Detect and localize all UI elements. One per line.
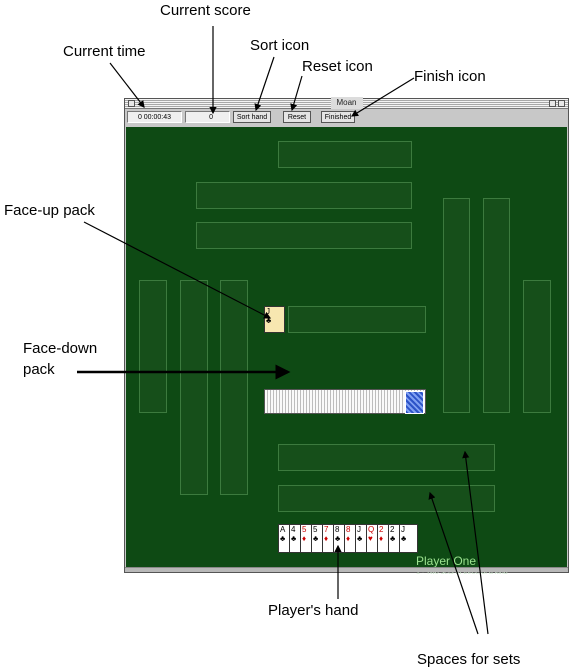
game-board: J ♣ A♣4♣5♦5♣7♦8♣8♦J♣Q♥2♦2♣J♣ Player One … [126, 127, 567, 576]
toolbar: 0 00:00:43 0 Sort hand Reset Finished [125, 109, 568, 126]
label-current-time: Current time [63, 43, 146, 60]
set-space[interactable] [523, 280, 551, 413]
card-rank: 2 [390, 525, 395, 534]
arrow-reset-icon [290, 75, 303, 112]
arrow-set-space-2 [428, 491, 479, 635]
card-suit: ♣ [313, 534, 319, 543]
horizontal-scrollbar[interactable] [125, 567, 568, 572]
card-suit: ♣ [266, 316, 272, 325]
finished-button[interactable]: Finished [321, 111, 355, 123]
card-suit: ♥ [368, 534, 373, 543]
card-rank: 2 [379, 525, 384, 534]
hand-card[interactable]: 2♣ [388, 524, 402, 553]
arrow-set-space-1 [462, 450, 489, 635]
set-space[interactable] [483, 198, 510, 413]
card-suit: ♦ [379, 534, 384, 543]
set-space[interactable] [278, 444, 495, 471]
hand-card[interactable]: 5♣ [311, 524, 325, 553]
card-rank: J [401, 525, 405, 534]
card-suit: ♣ [357, 534, 363, 543]
label-reset-icon: Reset icon [302, 58, 373, 75]
collapse-box-icon[interactable] [558, 100, 565, 107]
label-players-hand: Player's hand [268, 602, 359, 619]
arrow-finish-icon [350, 77, 415, 117]
set-space[interactable] [278, 485, 495, 512]
label-spaces-for-sets: Spaces for sets [417, 651, 521, 668]
card-rank: 7 [324, 525, 329, 534]
score-display: 0 [185, 111, 230, 123]
set-space[interactable] [196, 182, 412, 209]
set-space[interactable] [139, 280, 167, 413]
card-back-icon [405, 391, 424, 414]
title-bar[interactable]: Moan [125, 97, 568, 109]
card-suit: ♦ [346, 534, 351, 543]
card-rank: 8 [335, 525, 340, 534]
card-suit: ♣ [390, 534, 396, 543]
set-space[interactable] [443, 198, 470, 413]
zoom-box-icon[interactable] [549, 100, 556, 107]
face-down-pack[interactable] [264, 389, 426, 414]
card-suit: ♦ [324, 534, 329, 543]
card-rank: J [357, 525, 361, 534]
arrow-sort-icon [254, 56, 275, 112]
player-name: Player One [416, 554, 477, 568]
card-rank: 5 [302, 525, 307, 534]
arrow-face-up-pack [83, 221, 272, 319]
card-suit: ♣ [335, 534, 341, 543]
game-window: Moan 0 00:00:43 0 Sort hand Reset Finish… [124, 97, 569, 576]
set-space[interactable] [288, 306, 426, 333]
hand-card[interactable]: 2♦ [377, 524, 391, 553]
set-space[interactable] [220, 280, 248, 495]
card-rank: 5 [313, 525, 318, 534]
label-sort-icon: Sort icon [250, 37, 310, 54]
arrow-current-time [109, 62, 145, 108]
card-rank: 8 [346, 525, 351, 534]
label-face-up-pack: Face-up pack [4, 202, 95, 219]
card-rank: Q [368, 525, 375, 534]
sort-hand-button[interactable]: Sort hand [233, 111, 271, 123]
set-space[interactable] [180, 280, 208, 495]
card-suit: ♣ [291, 534, 297, 543]
card-suit: ♣ [401, 534, 407, 543]
set-space[interactable] [278, 141, 412, 168]
card-rank: A [280, 525, 286, 534]
card-suit: ♣ [280, 534, 286, 543]
card-rank: J [266, 307, 270, 316]
set-space[interactable] [196, 222, 412, 249]
label-finish-icon: Finish icon [414, 68, 486, 85]
card-rank: 4 [291, 525, 296, 534]
player-description: 1 - Two sets of three of a kind [416, 569, 508, 576]
label-face-down-pack-1: Face-down [23, 340, 98, 357]
hand-card[interactable]: J♣ [399, 524, 418, 553]
time-display: 0 00:00:43 [127, 111, 182, 123]
card-suit: ♦ [302, 534, 307, 543]
reset-button[interactable]: Reset [283, 111, 311, 123]
label-current-score: Current score [160, 2, 251, 19]
close-box-icon[interactable] [128, 100, 135, 107]
label-face-down-pack-2: pack [23, 361, 55, 378]
window-title: Moan [330, 97, 363, 109]
